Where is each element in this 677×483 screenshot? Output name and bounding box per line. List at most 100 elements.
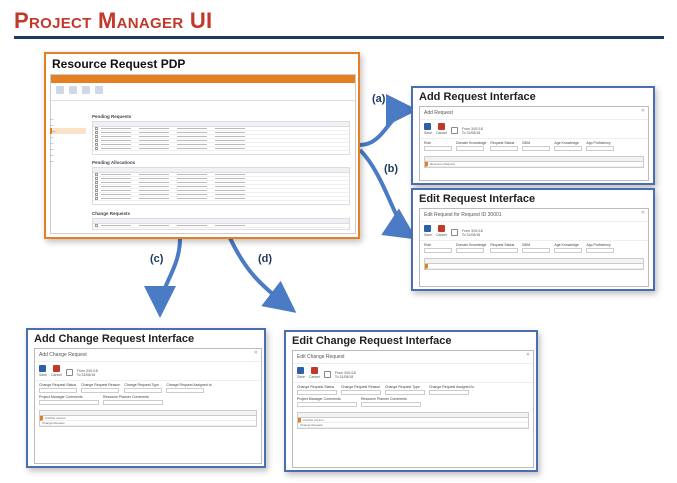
date-to-text: To 31/08/18 — [76, 373, 96, 377]
cancel-button[interactable]: Cancel — [309, 367, 320, 379]
save-button[interactable]: Save — [297, 367, 305, 379]
table-row[interactable] — [93, 197, 349, 201]
cancel-button[interactable]: Cancel — [436, 225, 447, 237]
sidebar-item[interactable]: — — [50, 153, 54, 157]
table-row[interactable] — [93, 181, 349, 185]
close-icon[interactable]: ✕ — [253, 350, 258, 356]
change-request-reason-field[interactable]: Change Request Reason — [341, 385, 381, 395]
add-request-panel-title: Add Request Interface — [419, 91, 536, 103]
calendar-icon — [450, 229, 458, 236]
domain-knowledge-field[interactable]: Domain Knowledge — [456, 141, 486, 151]
table-row[interactable] — [93, 143, 349, 147]
save-icon — [297, 367, 305, 374]
close-icon[interactable]: ✕ — [640, 108, 645, 114]
sidebar-item-selected[interactable]: — — [50, 128, 86, 134]
pdp-window — [50, 74, 356, 234]
cancel-icon — [52, 365, 60, 372]
table-row[interactable]: Resource Request — [425, 162, 643, 167]
table-row[interactable]: Change Request — [298, 423, 528, 428]
cancel-button[interactable]: Cancel — [51, 365, 62, 377]
request-status-field[interactable]: Request Status — [490, 141, 519, 151]
table-row[interactable] — [93, 127, 349, 131]
save-button[interactable]: Save — [424, 225, 432, 237]
edit-change-panel-title: Edit Change Request Interface — [292, 335, 452, 347]
table-row[interactable] — [93, 135, 349, 139]
age-knowledge-field[interactable]: Age Knowledge — [554, 141, 583, 151]
add-request-fields: Role Domain Knowledge Request Status BDM… — [420, 139, 648, 153]
label-a: (a) — [372, 93, 386, 105]
sidebar-item[interactable]: — — [50, 123, 54, 127]
change-request-type-field[interactable]: Change Request Type — [124, 383, 163, 393]
title-divider — [14, 36, 664, 39]
sidebar-item[interactable]: — — [50, 147, 54, 151]
ribbon-refresh-icon[interactable] — [95, 86, 103, 94]
pending-requests-heading: Pending Requests — [92, 114, 132, 119]
table-row[interactable] — [93, 177, 349, 181]
role-field[interactable]: Role — [424, 243, 452, 253]
role-field[interactable]: Role — [424, 141, 452, 151]
date-range-button[interactable] — [65, 369, 73, 377]
table-row[interactable]: Another person — [40, 416, 256, 421]
change-request-assigned-field[interactable]: Change Request Assigned to — [166, 383, 212, 393]
project-manager-comments-field[interactable]: Project Manager Comments — [39, 395, 99, 405]
pdp-ribbon — [51, 83, 355, 101]
date-range-button[interactable] — [323, 371, 331, 379]
close-icon[interactable]: ✕ — [640, 210, 645, 216]
project-manager-comments-field[interactable]: Project Manager Comments — [297, 397, 357, 407]
close-icon[interactable]: ✕ — [525, 352, 530, 358]
sidebar-item[interactable]: — — [50, 159, 54, 163]
app-proficiency-field[interactable]: App Proficiency — [586, 141, 615, 151]
edit-change-window-title: Edit Change Request — [297, 354, 345, 360]
change-request-assigned-field[interactable]: Change Request Assigned to — [429, 385, 474, 395]
edit-change-fields: Change Request Status Change Request Rea… — [293, 383, 533, 409]
save-button[interactable]: Save — [39, 365, 47, 377]
resource-planner-comments-field[interactable]: Resource Planner Comments — [103, 395, 163, 405]
resource-request-pdp-panel: Resource Request PDP — — — — — — — — Pen… — [44, 52, 360, 239]
table-row[interactable] — [93, 147, 349, 151]
cancel-icon — [437, 123, 445, 130]
date-from-text: From 3/01/18 — [76, 369, 98, 373]
pending-allocations-heading: Pending Allocations — [92, 160, 136, 165]
edit-request-fields: Role Domain Knowledge Request Status BDM… — [420, 241, 648, 255]
date-range-button[interactable] — [450, 229, 458, 237]
change-request-status-field[interactable]: Change Request Status — [39, 383, 77, 393]
table-row[interactable] — [93, 224, 349, 228]
table-row[interactable] — [93, 139, 349, 143]
arrow-d — [228, 237, 297, 313]
age-knowledge-field[interactable]: Age Knowledge — [554, 243, 583, 253]
bdm-field[interactable]: BDM — [522, 141, 551, 151]
sidebar-item[interactable]: — — [50, 141, 54, 145]
table-row[interactable] — [93, 193, 349, 197]
table-row[interactable] — [425, 264, 643, 269]
date-to-text: To 31/08/18 — [334, 375, 354, 379]
label-c: (c) — [150, 253, 164, 265]
save-button[interactable]: Save — [424, 123, 432, 135]
ribbon-edit-icon[interactable] — [69, 86, 77, 94]
add-change-window: Add Change Request✕ Save Cancel From 3/0… — [34, 348, 262, 464]
table-row[interactable]: Another person — [298, 418, 528, 423]
label-b: (b) — [384, 163, 399, 175]
domain-knowledge-field[interactable]: Domain Knowledge — [456, 243, 486, 253]
cancel-button[interactable]: Cancel — [436, 123, 447, 135]
app-proficiency-field[interactable]: App Proficiency — [586, 243, 615, 253]
change-request-status-field[interactable]: Change Request Status — [297, 385, 337, 395]
table-row[interactable] — [93, 173, 349, 177]
pending-allocations-table — [92, 167, 350, 205]
sidebar-item[interactable]: — — [50, 117, 54, 121]
table-row[interactable] — [93, 185, 349, 189]
change-request-reason-field[interactable]: Change Request Reason — [81, 383, 120, 393]
request-status-field[interactable]: Request Status — [490, 243, 519, 253]
bdm-field[interactable]: BDM — [522, 243, 551, 253]
resource-planner-comments-field[interactable]: Resource Planner Comments — [361, 397, 421, 407]
sidebar-item[interactable]: — — [50, 135, 54, 139]
save-icon — [39, 365, 47, 372]
ribbon-new-icon[interactable] — [56, 86, 64, 94]
table-row[interactable]: Change Request — [40, 421, 256, 426]
table-row[interactable] — [93, 131, 349, 135]
date-range-button[interactable] — [450, 127, 458, 135]
table-row[interactable] — [93, 189, 349, 193]
ribbon-delete-icon[interactable] — [82, 86, 90, 94]
change-request-type-field[interactable]: Change Request Type — [385, 385, 425, 395]
